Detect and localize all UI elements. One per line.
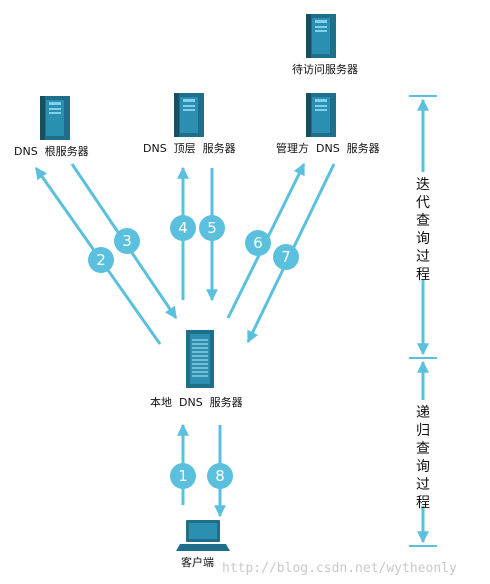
local-dns-label: 本地 DNS 服务器 bbox=[150, 396, 243, 409]
client-laptop-icon bbox=[176, 520, 230, 551]
step-number-2: 2 bbox=[96, 251, 106, 269]
step-circles: 1 2 3 4 5 6 7 8 bbox=[88, 215, 299, 489]
step-number-1: 1 bbox=[178, 467, 188, 485]
iterative-range-label: 迭代查询过程 bbox=[416, 177, 430, 283]
tld-dns-server-icon bbox=[174, 93, 204, 137]
step-circle-8 bbox=[207, 463, 233, 489]
step-number-6: 6 bbox=[253, 234, 263, 252]
target-server-icon bbox=[306, 14, 336, 58]
step-circle-3 bbox=[114, 228, 140, 254]
step-number-3: 3 bbox=[122, 232, 132, 250]
step-circle-1 bbox=[170, 463, 196, 489]
recursive-range-bracket bbox=[409, 360, 437, 547]
step-number-7: 7 bbox=[281, 248, 291, 266]
local-dns-server-icon bbox=[186, 330, 214, 388]
recursive-range-label: 递归查询过程 bbox=[416, 405, 430, 511]
step-number-8: 8 bbox=[215, 467, 225, 485]
step-circle-5 bbox=[199, 215, 225, 241]
auth-dns-label: 管理方 DNS 服务器 bbox=[276, 142, 380, 155]
step-circle-2 bbox=[88, 247, 114, 273]
watermark: http://blog.csdn.net/wytheonly bbox=[222, 561, 457, 576]
iterative-range-bracket bbox=[409, 95, 437, 359]
step-circle-7 bbox=[273, 244, 299, 270]
root-dns-server-icon bbox=[40, 96, 70, 140]
step-circle-4 bbox=[170, 215, 196, 241]
step-circle-6 bbox=[245, 230, 271, 256]
step-number-5: 5 bbox=[207, 219, 217, 237]
auth-dns-server-icon bbox=[306, 93, 336, 137]
tld-dns-label: DNS 顶层 服务器 bbox=[143, 142, 236, 155]
root-dns-label: DNS 根服务器 bbox=[14, 145, 89, 158]
client-label: 客户端 bbox=[181, 556, 214, 569]
target-server-label: 待访问服务器 bbox=[292, 63, 358, 76]
step-number-4: 4 bbox=[178, 219, 188, 237]
